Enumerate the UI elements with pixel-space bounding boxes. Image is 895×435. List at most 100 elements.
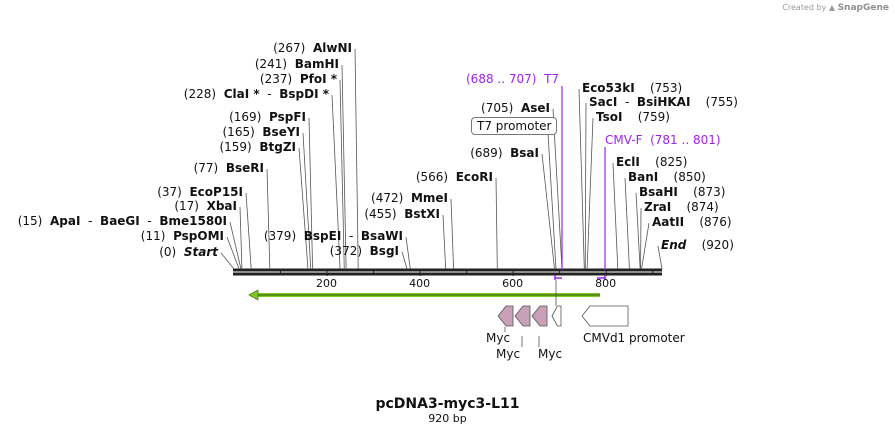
restriction-site-label: End (920) [661,238,734,252]
site-position: (876) [684,215,732,229]
site-position: (15) [17,214,50,228]
restriction-site-label: (228) ClaI * - BspDI * [184,87,329,101]
site-position: (874) [671,200,719,214]
site-position: (159) [219,140,260,154]
restriction-site-label: BsaHI (873) [639,185,725,199]
site-position: (472) [371,191,411,205]
restriction-site-label: (11) PspOMI [141,229,224,243]
site-position: (237) [259,72,300,86]
restriction-site-label: (37) EcoP15I [157,185,243,199]
site-name: AlwNI [313,41,352,55]
restriction-site-label: EclI (825) [616,155,687,169]
site-leader-line [541,153,555,270]
site-position: (77) [193,161,226,175]
site-position: (873) [677,185,726,199]
primer-label-t7: (688 .. 707) T7 [466,72,559,86]
site-name: MmeI [410,191,448,205]
site-leader-line [226,236,240,270]
restriction-site-label: ZraI (874) [644,200,719,214]
site-position: (455) [364,207,405,221]
myc-arrow [497,305,514,327]
site-leader-line [229,221,242,270]
restriction-site-label: (379) BspEI - BsaWI [264,229,403,243]
site-position: (372) [329,244,370,258]
site-leader-line [266,168,271,270]
site-name: Eco53kI [582,81,635,95]
watermark: Created by ▲ SnapGene [782,3,889,13]
site-position: (850) [658,170,706,184]
site-name: BtgZI [259,140,296,154]
site-leader-line [624,177,630,270]
site-name: BstXI [404,207,440,221]
restriction-site-label: BanI (850) [628,170,706,184]
name-separator: - [139,214,160,228]
site-name: End [661,238,687,252]
site-position: (228) [183,87,224,101]
site-position: (755) [690,95,738,109]
restriction-site-label: (472) MmeI [371,191,448,205]
site-position: (689) [470,146,511,160]
restriction-site-label: (566) EcoRI [416,170,493,184]
site-position: (825) [639,155,688,169]
site-position: (0) [159,245,184,259]
site-name: Bme1580I [159,214,227,228]
primer-name: CMV-F [605,133,651,147]
primer-range: (781 .. 801) [650,133,721,147]
site-position: (37) [157,185,190,199]
restriction-site-label: (372) BsgI [330,244,399,258]
site-name: PspOMI [173,229,224,243]
tick-label: 600 [502,277,524,290]
myc-arrow [514,305,531,327]
site-leader-line [298,147,309,270]
site-leader-line [495,177,498,270]
site-position: (566) [415,170,456,184]
plasmid-length: 920 bp [428,412,467,425]
site-leader-line [641,222,650,270]
primer-name: T7 [544,72,560,86]
restriction-site-label: (267) AlwNI [273,41,352,55]
restriction-site-label: TsoI (759) [596,110,670,124]
snapgene-logo-icon: ▲ [828,3,836,12]
site-leader-line [239,206,243,270]
site-name: BsaI [510,146,539,160]
site-position: (379) [263,229,304,243]
site-name: BspEI [303,229,342,243]
site-position: (705) [481,101,521,115]
site-name: XbaI [206,199,237,213]
restriction-site-label: AatII (876) [652,215,732,229]
site-position: (267) [273,41,313,55]
restriction-site-label: (169) PspFI [229,110,306,124]
site-leader-line [578,88,585,270]
feature-label: Myc [538,347,563,361]
site-leader-line [354,48,359,270]
name-separator: - [341,229,361,243]
name-separator: - [617,95,637,109]
restriction-site-label: (689) BsaI [470,146,539,160]
site-name: BanI [628,170,659,184]
site-leader-line [442,214,447,270]
restriction-site-label: (165) BseYI [223,125,301,139]
site-leader-line [657,245,663,270]
site-name: AatII [652,215,685,229]
tick-label: 800 [595,277,617,290]
feature-label: CMVd1 promoter [583,331,685,345]
myc-arrow [531,305,548,327]
restriction-site-label: (237) PfoI * [260,72,337,86]
tick-label: 400 [409,277,431,290]
orf-arrowhead [248,289,259,301]
site-leader-line [341,64,347,270]
site-name: EcoRI [455,170,493,184]
restriction-site-label: Eco53kI (753) [582,81,682,95]
site-name: PfoI * [299,72,337,86]
restriction-site-label: (455) BstXI [364,207,440,221]
cmvd1-promoter-arrow [581,305,629,327]
t7-promoter-box: T7 promoter [471,117,558,135]
site-name: BsiHKAI [636,95,691,109]
site-leader-line [331,94,341,270]
site-name: Start [183,245,218,259]
site-leader-line [552,108,563,270]
site-name: BsaWI [360,229,403,243]
name-separator: - [259,87,280,101]
site-name: BamHI [294,57,339,71]
